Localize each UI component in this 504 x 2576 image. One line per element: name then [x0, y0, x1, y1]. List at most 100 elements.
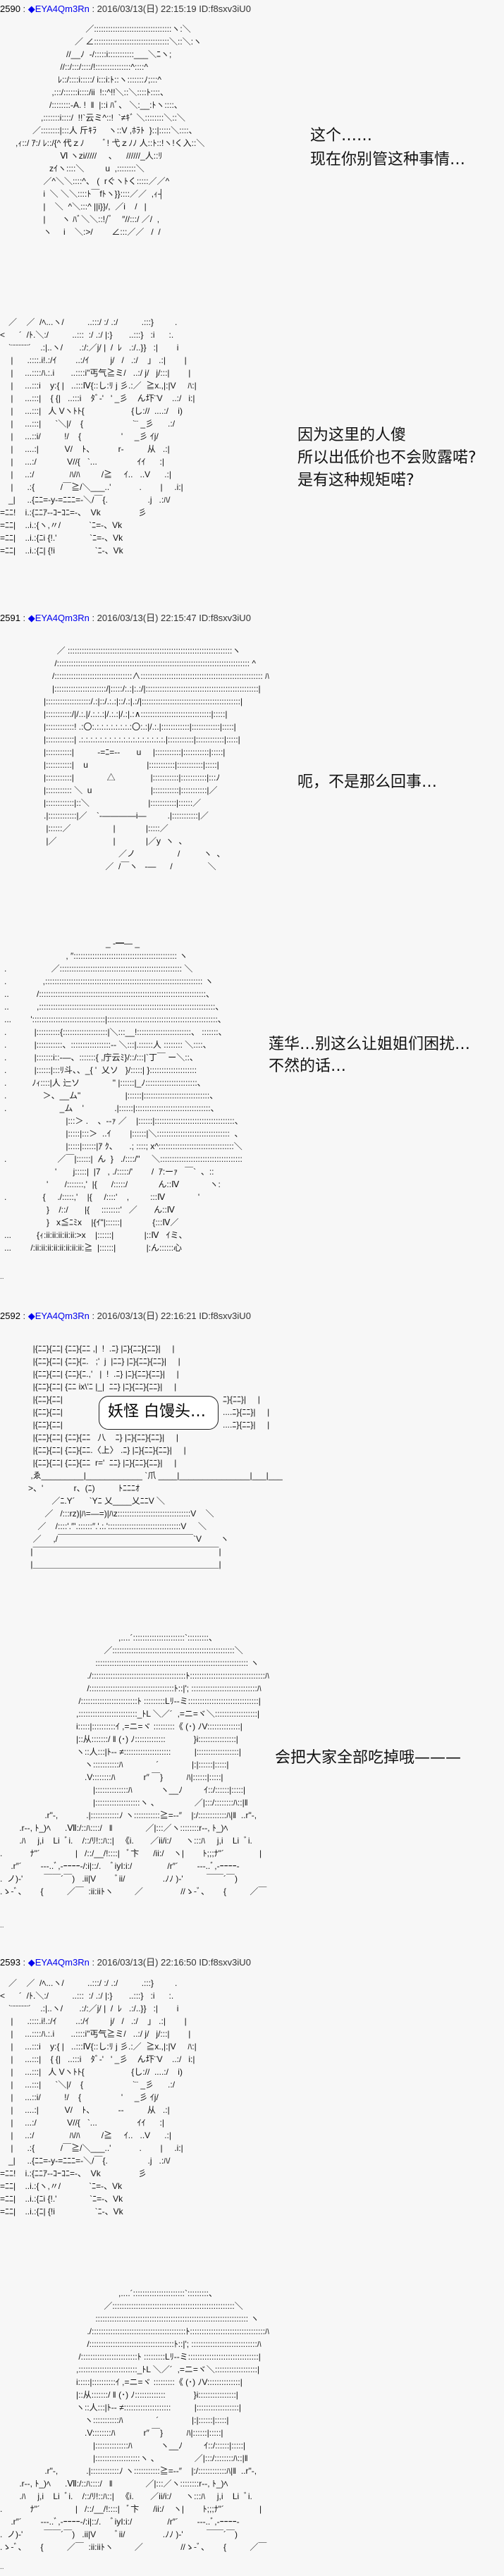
ascii-art-line: .V::::::::ﾊ r″ ￣} ﾊ|::::::|:::::|: [0, 2428, 223, 2438]
ascii-art-line: . ノ)-' ￣￣´￣) .ii|V ﾞii/ .ﾉﾉ )-' ￣￣´￣): [0, 1874, 238, 1884]
separator: :: [20, 1311, 28, 1321]
poster-trip[interactable]: ◆EYA4Qm3Rn: [27, 613, 90, 623]
caption-line: 因为这里的人傻: [297, 427, 407, 444]
ascii-art-line: .r--, ﾄ_)ﾍ .Ⅶ:/::ﾊ::::/ ‖ ／|:::／ヽ:::::::…: [0, 1823, 228, 1833]
ascii-art-line: | ...:::| `＼|/ { `¨ _彡 .:/: [0, 419, 176, 429]
ascii-art-line: i:::::|::::::::::ｲ ,=ニ=ヾ :::::::::《 (･) …: [0, 1722, 242, 1731]
ascii-art-line: | ....:| V/ ﾄ、 r‐ 从 .:|: [0, 444, 170, 454]
dialogue-caption: 呃，不是那么回事…: [297, 771, 437, 794]
ascii-art-line: ／ ::::::::::::::::::::::::::::::::::::::…: [44, 646, 241, 656]
ascii-art: ／ ::::::::::::::::::::::::::::::::::::::…: [44, 644, 269, 873]
ascii-art-line: . ／￣|::::::| ん } ./::::/" ＼:::::::::::::…: [4, 1154, 242, 1164]
ascii-art-line: | ...::i/ !/ { ' _彡 ｲj/: [0, 431, 159, 441]
ascii-art-line: < ´ /ﾄ.＼:/ ..::: :/ .:/ |:} ..:::} :i :.: [0, 1991, 174, 2001]
trailing-dots: ..: [0, 1922, 4, 1930]
caption-line: 是有这种规矩喏?: [297, 472, 414, 489]
ascii-art-line: /::::::::::::::::::::::::ﾄ :::::::::Lﾘ--…: [0, 1696, 261, 1706]
ascii-art-line: ... /:ii:ii:ii:ii:ii:ii:ii:ii:≧ |::::::|…: [4, 1243, 183, 1253]
ascii-art-line: . ﾉｨ::::|人 辷ソ " |::::::|_ﾉ::::::::::::::…: [4, 1078, 206, 1088]
ascii-art-line: | .:{ /￣≧/＼___..' . | .i:|: [0, 2143, 183, 2153]
ascii-art-line: ::::::::::::::::::::::::::::::::::::::::…: [0, 2314, 259, 2324]
ascii-art-line: |:::::::::::| △ |:::::::::::|:::::::::::…: [44, 773, 221, 783]
ascii-art-line: . |:::::::i::-―、:::::::{ ,庁云ﾐ}/::/:::|`丁…: [4, 1053, 198, 1062]
ascii-art-line: | .::::.i!.:/ｲ ..:/ｲ j/ / .:/ ｣ .:| |: [0, 355, 187, 365]
ascii-art-line: .ゝ-ﾞ、 { ／￣ :ii:iiﾄヽ ／ //ゝ-ﾞ、 { ／￣: [0, 1887, 267, 1896]
speech-bubble: 妖怪 白馒头…: [99, 1396, 219, 1430]
ascii-art-line: =ﾆﾆ| ..i.:{ﾆi {!.' `ﾆ=-、Vk: [0, 533, 123, 543]
ascii-art-line: ヽ::人:::|ﾄ-‐ ≠:::::::::::::::::::: |:::::…: [0, 1747, 241, 1757]
ascii-art-line: ' /:::::::,' |{ /:::::/ ん::Ⅳ ヽ:: [4, 1179, 221, 1189]
ascii-art-line: |:::::::::::/|/.:.|/.:.:.:|/.:.:|/.:|.:∧…: [44, 709, 228, 719]
ascii-art-line: |:::::::::::| -=ﾆ=-‐ u |:::::::::::|::::…: [44, 747, 226, 757]
ascii-art-line: |::::::::::::::ﾊ ヽ__ﾉ ｲ::/::::::|:::::|: [0, 1785, 246, 1795]
caption-line: 这个……: [310, 127, 373, 145]
ascii-art-line: |::::::／ | |:::::／: [44, 823, 168, 833]
ascii-art-line: |:::::::::::::::::::ヽ 、 ／|:::/::::::::ﾊ:…: [0, 2453, 248, 2463]
dialogue-caption: 莲华…别这么让姐姐们困扰…不然的话…: [269, 1034, 470, 1077]
ascii-art-line: | .::::.i!.:/ｲ ..:/ｲ j/ / .:/ ｣ .:| |: [0, 2016, 187, 2026]
ascii-art-line: =ﾆﾆ| ..i.:{ﾆi {!.' `ﾆ=-、Vk: [0, 2194, 123, 2204]
ascii-art-line: /::::::::::::::::::::::::::::::::::::ﾄ::…: [0, 2339, 262, 2349]
poster-trip[interactable]: ◆EYA4Qm3Rn: [27, 1957, 90, 1968]
ascii-art-line: //::/:::/::::/!:::::::::::::::^::::^: [7, 62, 148, 72]
dialogue-caption: 会把大家全部吃掉哦———: [275, 1747, 461, 1770]
ascii-art-line: . ＞、__ム" |::::::|:::::::::::::::::::::::…: [4, 1091, 219, 1100]
ascii-art-line: `¨¨¨¨¨¨´ .:|..ヽ/ .:/:／j/ | / ﾚ .:/..}} :…: [0, 2004, 179, 2013]
ascii-art-line: ／ﾆ.Y´ `Yﾆ 乂____乂ﾆﾆV ＼: [28, 1496, 166, 1506]
ascii-art-line: |:::::|:::＞ ..ｲ |::::::|＼:::::::::::::::…: [4, 1129, 243, 1139]
ascii-art-line: . ノ)-' ￣￣´￣) .ii|V ﾞii/ .ﾉﾉ )-' ￣￣´￣): [0, 2529, 238, 2539]
dialogue-caption: 因为这里的人傻所以出低价也不会败露喏?是有这种规矩喏?: [297, 424, 477, 492]
post-header: 2591 : ◆EYA4Qm3Rn : 2016/03/13(日) 22:15:…: [0, 611, 251, 624]
ascii-art-line: /:::::::::::::::::::::::::::::::::∧:::::…: [44, 671, 270, 681]
ascii-art-line: ／^＼＼::::^、 ( rぐヽﾄく:::::／／^: [7, 176, 170, 186]
ascii-art-line: ,:::::::i::::/ !!`云ミ^::! `≠ｷﾞ ＼::::::::＼…: [7, 113, 185, 123]
ascii-art-line: ,:::::::::::::::::::::::::_ﾄL ＼／´ ,=ニ=ヾ＼…: [0, 2365, 260, 2374]
ascii-art-line: ／:::::::::::::::::::::::::::::::::::::::…: [0, 1645, 243, 1655]
ascii-art-line: =ﾆﾆ| ..i.:{ヽ,〃/ `ﾆ=-、Vk: [0, 2181, 123, 2191]
ascii-art-line: |{ﾆﾆ}{ﾆﾆ| {ﾆﾆ}{ﾆ. ;' j |ﾆﾆ} |ﾆ}{ﾆﾆ}{ﾆﾆ}|…: [28, 1356, 180, 1366]
trailing-dots: ..: [0, 2563, 4, 2571]
ascii-art-line: /::::::::::::::::::::::::ﾄ :::::::::Lﾘ--…: [0, 2352, 261, 2362]
post-number: 2591: [0, 613, 20, 623]
ascii-art-line: ... {ｨ:ii:ii:ii:ii:ii:>x |::::::| |::Ⅳ ｲ…: [4, 1230, 188, 1240]
ascii-art-line: zｲヽ::::＼ u ,::::::::＼: [7, 164, 145, 173]
ascii-art-line: .ﾊ j,i Li ﾞi. /::/ﾘ!::ﾊ::| 《i. ／ii/i:/ ヽ…: [0, 2491, 252, 2501]
ascii-art-line: //__ﾉ -/:::::i:::::::::::___＼ﾆヽ;: [7, 49, 172, 59]
ascii-art-line: ヽ i ＼:>/ ∠:::／／ / /: [7, 227, 161, 237]
ascii-art-line: | .:{ /￣≧/＼___..' . | .i:|: [0, 482, 183, 492]
ascii-art-line: |:::::::::::::::::::/.:|::/.:.:|::/.:|.:…: [44, 697, 243, 706]
ascii-art-line: . { ./:::::,' |{ /::::' , :::Ⅳ ': [4, 1192, 200, 1202]
poster-trip[interactable]: ◆EYA4Qm3Rn: [27, 1311, 90, 1321]
ascii-art-line: } x≦ﾆﾐx |{ｲ"|::::::| {:::Ⅳ／: [4, 1218, 179, 1227]
ascii-art-line: |:::::::::::| u |:::::::::::|:::::::::::…: [44, 760, 219, 770]
ascii-art-line: |{ﾆﾆ}{ﾆﾆ| {ﾆﾆ}{ﾆﾆ.〈上〉 .ﾆ} |ﾆ}{ﾆﾆ}{ﾆﾆ}| |: [28, 1445, 186, 1455]
separator: :: [20, 1957, 28, 1968]
ascii-art-line: . _ム ' .|::::::|::::::::::::::::::::::::…: [4, 1103, 219, 1113]
ascii-art-line: .r″´ ---..ﾞ,-ｰｰｰｰ-/:i|::/. ﾞiyI:i:/ /r″´…: [0, 1861, 240, 1871]
post-header: 2590 : ◆EYA4Qm3Rn : 2016/03/13(日) 22:15:…: [0, 1, 251, 15]
ascii-art-line: |{ﾆﾆ}{ﾆﾆ|....ﾆ}{ﾆﾆ}| |: [28, 1420, 270, 1430]
ascii-art-line: |{ﾆﾆ}{ﾆﾆ| {ﾆﾆ}{ﾆﾆ ,| ! .ﾆ} |ﾆ}{ﾆﾆ}{ﾆﾆ}| …: [28, 1344, 175, 1354]
ascii-art-line: ／ノ / ヽ 、: [44, 849, 226, 859]
ascii-art-line: .. ,::::::::::::::::::::::::::::::::::::…: [4, 1002, 224, 1012]
ascii-art-line: =ﾆﾆ| ..i.:{ヽ,〃/ `ﾆ=-、Vk: [0, 520, 123, 530]
ascii-art-line: ／ ,/￣￣￣￣￣￣￣￣￣￣￣￣￣￣￣￣`V ヽ: [28, 1534, 229, 1544]
ascii-art-line: |{ﾆﾆ}{ﾆﾆ|....ﾆ}{ﾆﾆ}| |: [28, 1407, 270, 1417]
post-meta: : 2016/03/13(日) 22:15:19 ID:f8sxv3iU0: [89, 4, 251, 14]
speech-bubble-text: 妖怪 白馒头…: [108, 1403, 206, 1421]
ascii-art-line: ... ':::::::::::::::::::::::::::::::|:::…: [4, 1014, 226, 1024]
ascii-art-line: | ....:| V/ ﾄ、 -- 从 .:|: [0, 2105, 170, 2115]
ascii-art-line: _| ..{ﾆﾆ=-y-=ﾆﾆﾆ=-＼/￣{. .j .:ﾊ/: [0, 2156, 171, 2166]
ascii-art-line: | ...:::i y:{ | ..:::Ⅳ{::し:ﾘ j 彡.:／ ≧x.,…: [0, 2042, 197, 2051]
poster-trip[interactable]: ◆EYA4Qm3Rn: [27, 4, 90, 14]
ascii-art-line: |＿＿＿＿＿＿＿＿＿＿＿＿＿＿＿＿＿＿＿＿＿＿|: [28, 1559, 221, 1569]
post-number: 2590: [0, 4, 20, 14]
ascii-art: _ -━― _ , ″:::::::::::::::::::::::::::::…: [4, 937, 243, 1254]
ascii-art-line: _ -━― _: [4, 938, 140, 948]
ascii-art-line: |￣￣￣￣￣￣￣￣￣￣￣￣￣￣￣￣￣￣￣￣￣￣|: [28, 1547, 221, 1557]
ascii-art-line: | ...::::ﾊ.:.i ..::::i"丐气≧ミ/ ..:/ j/ j/:…: [0, 2029, 191, 2039]
post-header: 2593 : ◆EYA4Qm3Rn : 2016/03/13(日) 22:16:…: [0, 1955, 251, 1968]
ascii-art-line: |::从:::::::/ ‖ (･) ﾉ::::::::::::: }i::::…: [0, 1734, 238, 1744]
ascii-art-line: ,ゑ_________|____________ `爪 ____|_______…: [28, 1471, 283, 1480]
ascii-art-line: ／ /:::rz)|ﾊ=―=)|ﾊz::::::::::::::::::::::…: [28, 1509, 214, 1519]
